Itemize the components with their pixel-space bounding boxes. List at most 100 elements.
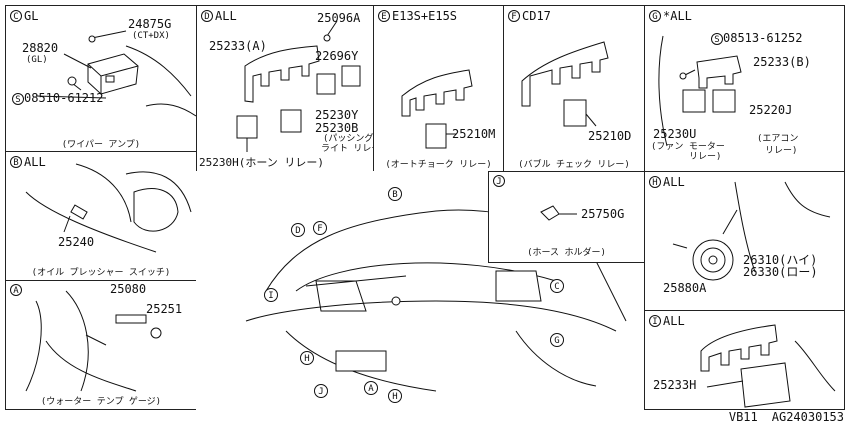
part-25251: 25251	[146, 302, 183, 316]
relay-bracket-drawing	[236, 20, 361, 152]
part-22696y: 22696Y	[315, 49, 359, 63]
panel-c-variant: GL	[24, 9, 39, 23]
part-28820: 28820	[22, 41, 59, 55]
callout-c: C	[550, 279, 564, 293]
part-25096a: 25096A	[317, 11, 361, 25]
part-26310: 26310(ハイ)	[743, 253, 818, 267]
part-25220j: 25220J	[749, 103, 793, 117]
wiper-amp-drawing	[35, 30, 196, 117]
part-25750g: 25750G	[581, 207, 625, 221]
diagram-footer: VB11 AG24030153	[715, 410, 844, 424]
oil-pressure-switch-drawing	[25, 163, 192, 253]
panel-h-variant: ALL	[663, 175, 685, 189]
part-25230b: 25230B	[315, 121, 359, 135]
model-code: VB11	[728, 410, 758, 424]
passing-light-relay-label-2: ライト リレー)	[321, 144, 373, 154]
panel-g-variant: *ALL	[663, 9, 692, 23]
part-08513-61252-label: 08513-61252	[723, 31, 803, 45]
part-25233b: 25233(B)	[753, 55, 811, 69]
callout-i: I	[264, 288, 278, 302]
passing-light-relay-label-1: (パッシング	[323, 134, 374, 144]
callout-a: A	[364, 381, 378, 395]
fan-motor-relay-label-1: (ファン モーター	[651, 142, 725, 152]
part-25233a: 25233(A)	[209, 39, 267, 53]
panel-j-hose-holder: J 25750G (ホース ホルダー)	[488, 171, 645, 263]
auto-choke-relay-drawing	[401, 69, 473, 149]
panel-i-letter: I	[649, 315, 661, 327]
callout-h-left: H	[300, 351, 314, 365]
part-25233h: 25233H	[653, 378, 697, 392]
panel-j-header: J	[493, 175, 505, 187]
panel-a-letter: A	[10, 284, 22, 296]
part-24875g: 24875G	[128, 17, 172, 31]
panel-e-letter: E	[378, 10, 390, 22]
drawing-reference: AG24030153	[771, 410, 844, 424]
panel-c-letter: C	[10, 10, 22, 22]
panel-f-variant: CD17	[522, 9, 551, 23]
panel-a-water-temp-gauge: A 25080 25251 (ウォーター テンプ ゲージ)	[5, 280, 197, 410]
hose-holder-drawing	[540, 205, 577, 221]
water-temp-gauge-drawing	[25, 290, 162, 392]
bracket-drawing	[700, 324, 836, 408]
part-25240: 25240	[58, 235, 95, 249]
part-25230u: 25230U	[653, 127, 697, 141]
vehicle-engine-bay-drawing	[245, 209, 627, 392]
panel-g-header: G*ALL	[649, 9, 692, 23]
s-mark-icon: S	[711, 33, 723, 45]
panel-b-variant: ALL	[24, 155, 46, 169]
panel-j-caption: (ホース ホルダー)	[527, 248, 606, 258]
panel-e-caption: (オートチョーク リレー)	[385, 160, 492, 170]
panel-j-letter: J	[493, 175, 505, 187]
panel-d-letter: D	[201, 10, 213, 22]
callout-h-right: H	[388, 389, 402, 403]
panel-d-variant: ALL	[215, 9, 237, 23]
part-25880a: 25880A	[663, 281, 707, 295]
panel-b-caption: (オイル プレッシャー スイッチ)	[31, 268, 171, 278]
part-26330: 26330(ロー)	[743, 265, 818, 279]
fan-aircon-relay-drawing	[658, 35, 742, 147]
part-25210m: 25210M	[452, 127, 496, 141]
panel-c-caption: (ワイパー アンプ)	[61, 140, 141, 150]
callout-j: J	[314, 384, 328, 398]
panel-i-variant: ALL	[663, 314, 685, 328]
part-28820-note: (GL)	[26, 55, 48, 65]
fan-motor-relay-label-2: リレー)	[689, 152, 722, 162]
horn-drawing	[672, 181, 831, 281]
part-25230h: 25230H(ホーン リレー)	[199, 156, 325, 169]
panel-f-caption: (バブル チェック リレー)	[518, 160, 630, 170]
panel-h-letter: H	[649, 176, 661, 188]
panel-a-header: A	[10, 284, 22, 296]
part-25080: 25080	[110, 282, 147, 296]
aircon-relay-label-1: (エアコン	[757, 134, 799, 144]
part-25230y: 25230Y	[315, 108, 359, 122]
bubble-check-relay-drawing	[521, 41, 609, 127]
panel-b-letter: B	[10, 156, 22, 168]
panel-e-variant: E13S+E15S	[392, 9, 458, 23]
panel-f-letter: F	[508, 10, 520, 22]
part-25210d: 25210D	[588, 129, 632, 143]
callout-b: B	[388, 187, 402, 201]
s-mark-icon: S	[12, 93, 24, 105]
aircon-relay-label-2: リレー)	[765, 146, 798, 156]
part-08510-61212-label: 08510-61212	[24, 91, 104, 105]
callout-g: G	[550, 333, 564, 347]
panel-g-letter: G	[649, 10, 661, 22]
callout-d: D	[291, 223, 305, 237]
part-24875g-note: (CT+DX)	[132, 31, 170, 41]
panel-a-caption: (ウォーター テンプ ゲージ)	[40, 397, 162, 407]
